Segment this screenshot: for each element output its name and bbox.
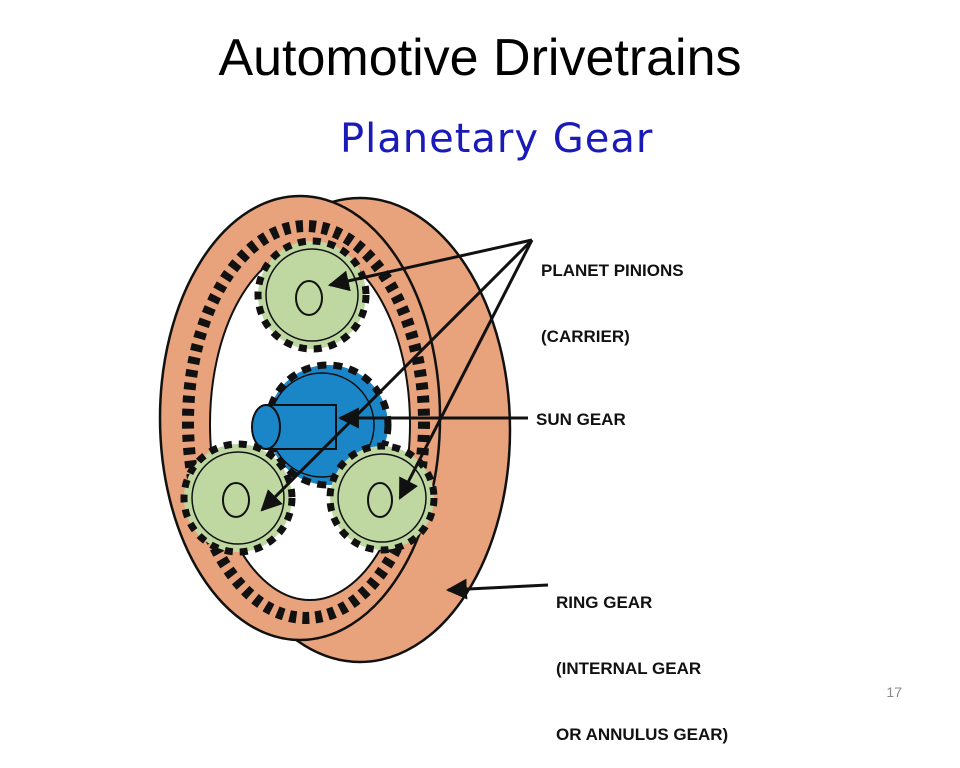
ring-gear-label: RING GEAR (INTERNAL GEAR OR ANNULUS GEAR… [556,548,728,768]
planet-pinion-top [254,237,370,353]
callout-arrows [260,238,549,600]
slide-subtitle: Planetary Gear [340,116,654,162]
ring-gear-label-line1: RING GEAR [556,593,653,612]
planet-pinions-label-line2: (CARRIER) [541,327,630,346]
planetary-gear-diagram [158,194,549,664]
planet-pinion-bottom-right [326,442,438,554]
slide-title: Automotive Drivetrains [218,29,742,87]
planet-pinions-label-line1: PLANET PINIONS [541,261,684,280]
ring-gear-label-line2: (INTERNAL GEAR [556,659,702,678]
page-number: 17 [886,684,902,700]
planet-pinions-label: PLANET PINIONS (CARRIER) [541,216,684,370]
planet-pinion-bottom-left [180,440,296,556]
ring-gear-label-line3: OR ANNULUS GEAR) [556,725,729,744]
sun-gear-label: SUN GEAR [536,410,626,429]
